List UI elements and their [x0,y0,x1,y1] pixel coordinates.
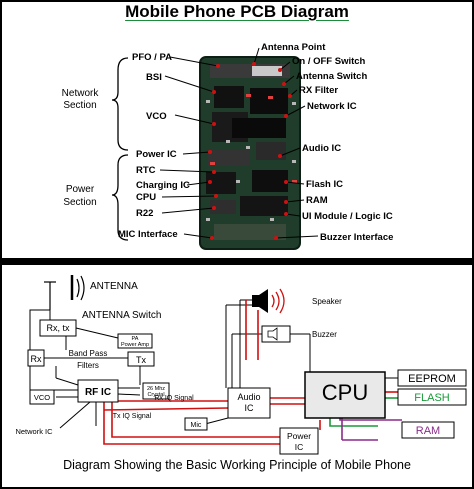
filters-label: Filters [77,361,99,370]
rx-iq-label: Rx IQ Signal [154,395,194,402]
label-ui-module: UI Module / Logic IC [302,211,393,222]
label-rx-filter: RX Filter [299,85,338,96]
label-cpu: CPU [136,192,156,203]
vco-label: VCO [34,393,50,402]
power-section-label-1: Power [66,184,95,195]
label-audio-ic: Audio IC [302,143,341,154]
speaker-label: Speaker [312,297,342,306]
network-section-label-1: Network [62,88,100,99]
figure-caption: Diagram Showing the Basic Working Princi… [0,458,474,472]
ram-label: RAM [416,425,440,437]
tx-iq-label: Tx IQ Signal [113,413,152,420]
audio-ic-label-2: IC [245,403,255,413]
audio-ic-label-1: Audio [237,392,260,402]
rx-tx-label: Rx, tx [46,323,70,333]
speaker-icon [252,289,284,313]
power-ic-label-1: Power [287,431,311,441]
label-antenna-point: Antenna Point [261,42,326,53]
cpu-label: CPU [322,380,368,405]
label-power-ic: Power IC [136,149,177,160]
label-buzzer-interface: Buzzer Interface [320,232,393,243]
label-bsi: BSI [146,72,162,83]
rf-ic-label: RF IC [85,387,111,398]
eeprom-label: EEPROM [408,373,456,385]
antenna-icon [44,275,84,310]
network-section-label-2: Section [63,100,96,111]
rx-label: Rx [31,354,42,364]
label-charging-ic: Charging IC [136,180,190,191]
label-rtc: RTC [136,165,156,176]
label-r22: R22 [136,208,153,219]
flash-label: FLASH [414,392,450,404]
tx-label: Tx [136,355,146,365]
mic-label: Mic [191,422,202,429]
label-vco: VCO [146,111,167,122]
power-section-label-2: Section [63,197,96,208]
pcb-board [200,57,300,249]
power-ic-label-2: IC [295,442,304,452]
section-brackets [112,58,128,240]
buzzer-label: Buzzer [312,330,337,339]
label-antenna-switch: Antenna Switch [296,71,367,82]
label-on-off-switch: On / OFF Switch [292,56,366,67]
band-pass-label: Band Pass [69,349,108,358]
label-ram: RAM [306,195,328,206]
label-network-ic: Network IC [307,101,357,112]
power-amp-label: Power Amp [121,342,149,348]
antenna-label: ANTENNA [90,281,138,292]
label-flash-ic: Flash IC [306,179,343,190]
label-pfo-pa: PFO / PA [132,52,172,63]
network-ic-label: Network IC [15,427,53,436]
antenna-switch-label: ANTENNA Switch [82,310,161,321]
label-mic-interface: MIC Interface [118,229,178,240]
